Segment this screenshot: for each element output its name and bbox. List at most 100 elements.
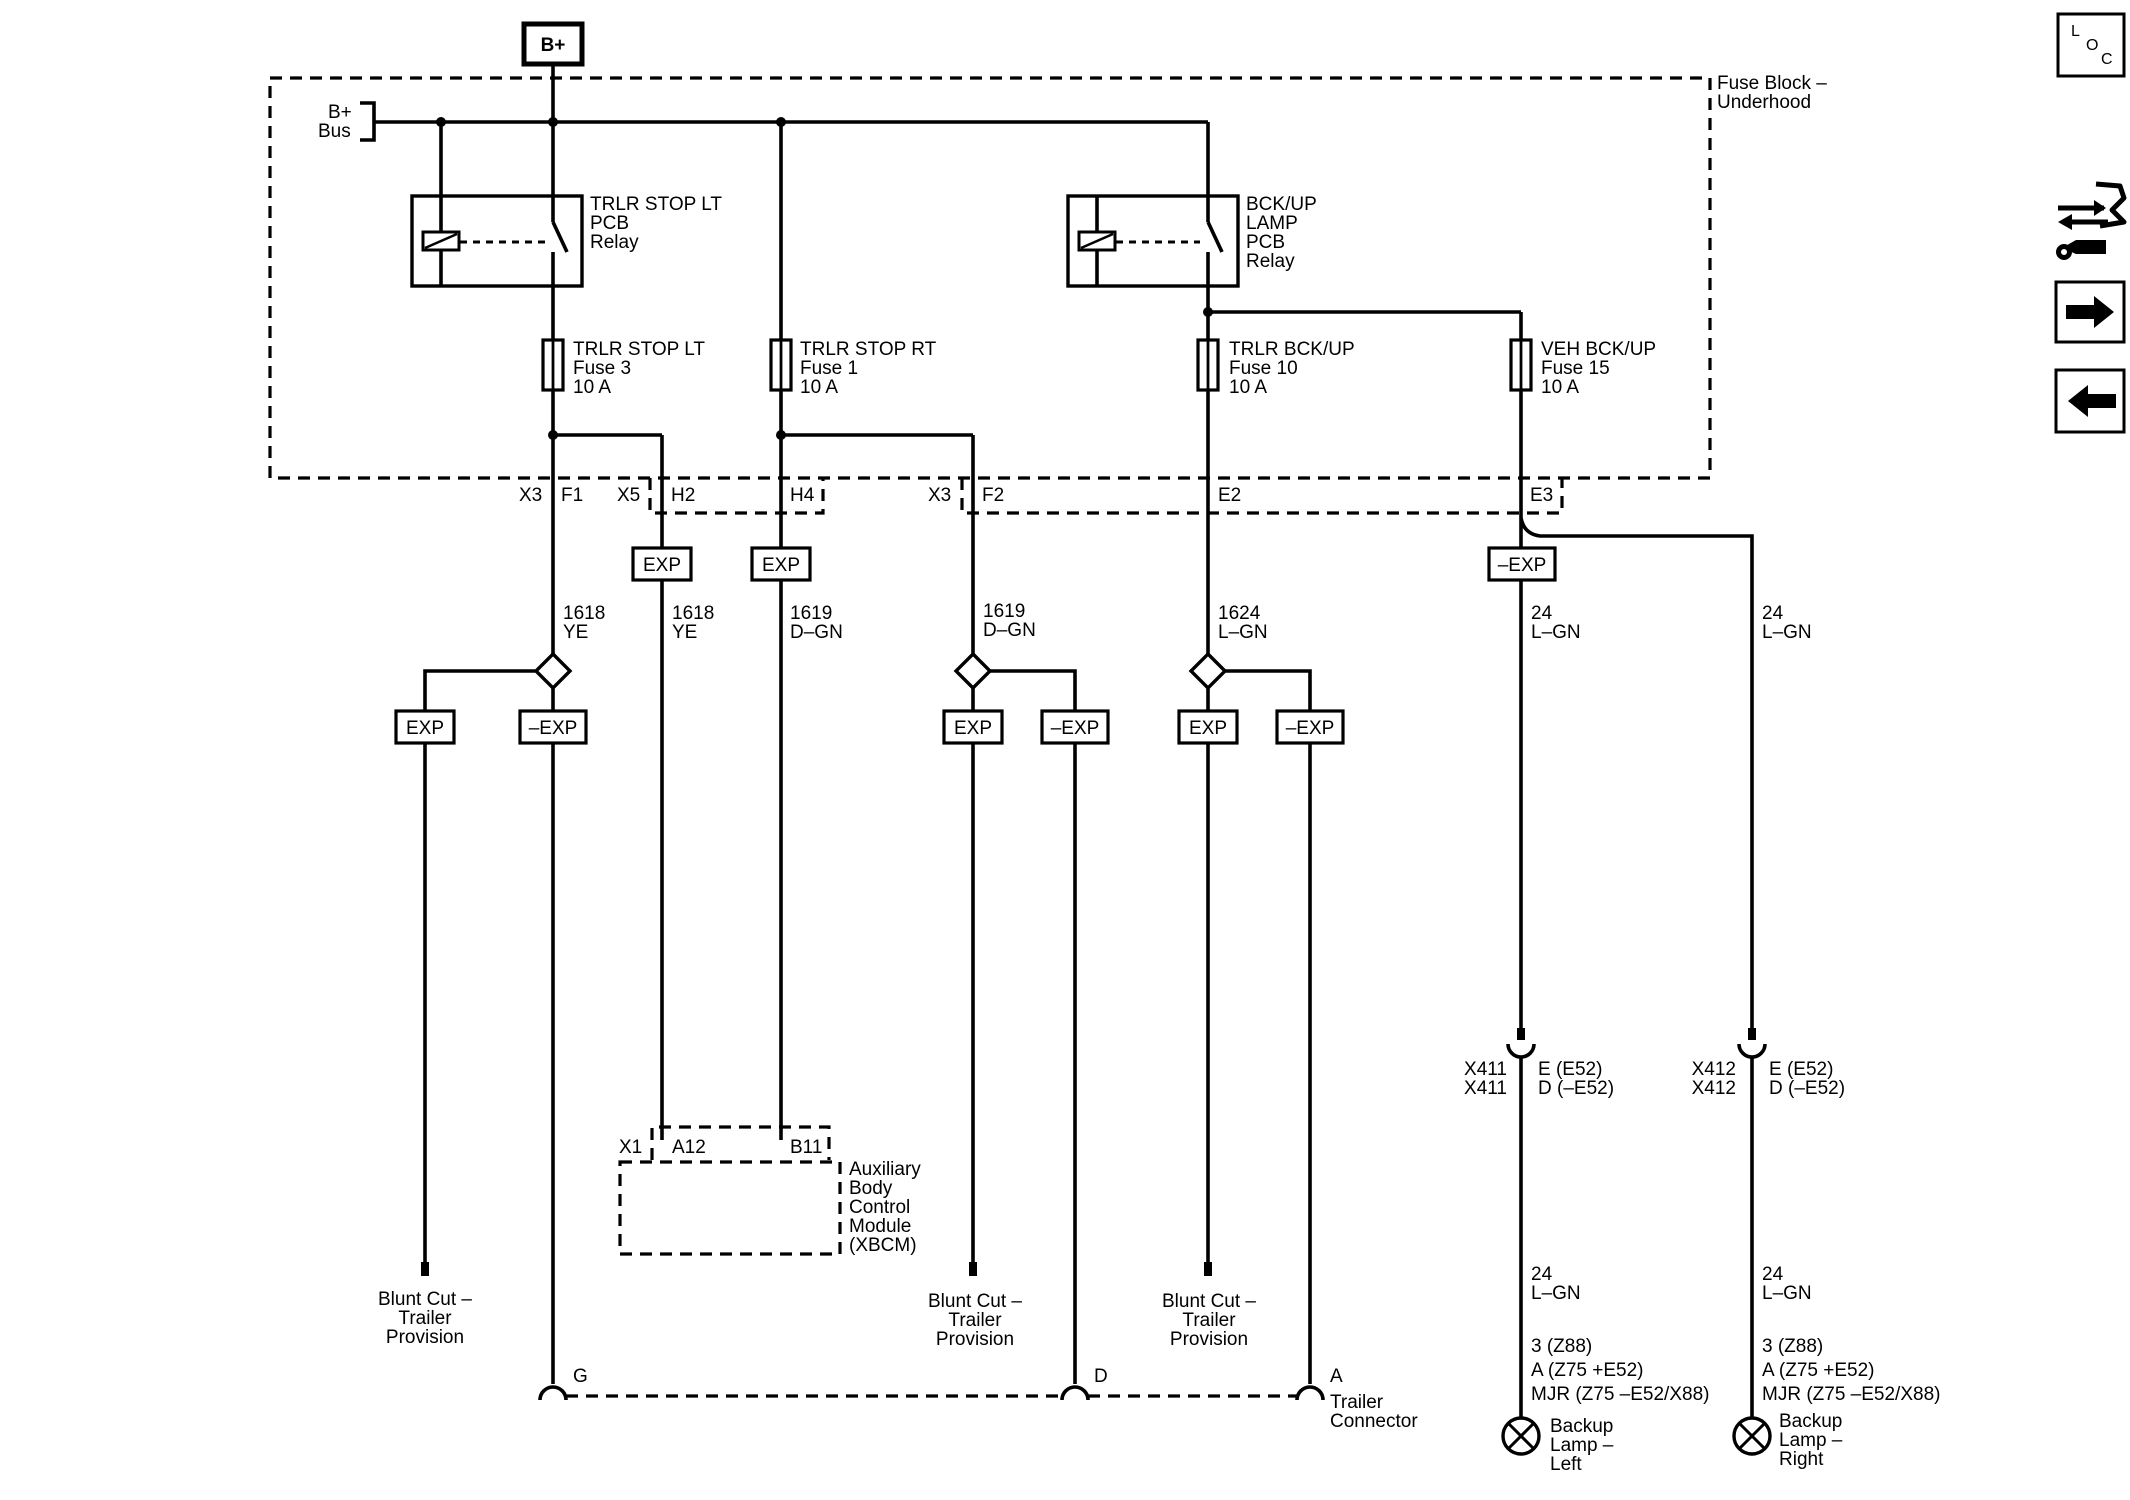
xbcm-label-3: Control: [849, 1197, 910, 1218]
wire-color: L–GN: [1762, 1283, 1812, 1304]
connector-x3-2: X3: [928, 485, 951, 506]
svg-text:–EXP: –EXP: [529, 718, 578, 739]
fuse-name: TRLR STOP RT: [800, 339, 937, 360]
exp-box: EXP: [942, 709, 1004, 745]
option-split-diamond: [533, 651, 573, 691]
fuse-name: VEH BCK/UP: [1541, 339, 1656, 360]
inline-pin: D (–E52): [1769, 1078, 1845, 1099]
relay-stop-label-2: PCB: [590, 213, 629, 234]
pin-h2: H2: [671, 485, 695, 506]
wire: [1225, 669, 1312, 711]
option-split-diamond: [953, 651, 993, 691]
fuse-block-subtitle: Underhood: [1717, 92, 1811, 113]
lamp-pin: MJR (Z75 –E52/X88): [1762, 1384, 1940, 1405]
neg-exp-box: –EXP: [1487, 546, 1557, 582]
relay-backup-label-3: PCB: [1246, 232, 1285, 253]
lamp-pin: MJR (Z75 –E52/X88): [1531, 1384, 1709, 1405]
backup-lamp-relay: [1066, 122, 1240, 340]
blunt-cut-label-3: Provision: [936, 1329, 1014, 1350]
relay-stop-label-1: TRLR STOP LT: [590, 194, 722, 215]
lamp-left-label-3: Left: [1550, 1454, 1582, 1475]
wire-color: L–GN: [1531, 622, 1581, 643]
wire-color: L–GN: [1762, 622, 1812, 643]
fuse-number: Fuse 15: [1541, 358, 1610, 379]
wire-color: D–GN: [790, 622, 843, 643]
inline-connector-id: X411: [1464, 1059, 1507, 1080]
relay-backup-label-2: LAMP: [1246, 213, 1298, 234]
bus-bracket: [360, 101, 376, 142]
relay-backup-label-4: Relay: [1246, 251, 1295, 272]
connector-x5: X5: [617, 485, 640, 506]
blunt-cut-label-2: Trailer: [1182, 1310, 1236, 1331]
lamp-icon: [1501, 1416, 1541, 1456]
svg-text:L: L: [2071, 23, 2080, 40]
inline-connector-x411: [1506, 1028, 1536, 1418]
svg-text:EXP: EXP: [406, 718, 444, 739]
svg-text:–EXP: –EXP: [1051, 718, 1100, 739]
xbcm-label-5: (XBCM): [849, 1235, 917, 1256]
lamp-pin: 3 (Z88): [1531, 1336, 1592, 1357]
wire-color: YE: [563, 622, 588, 643]
svg-text:EXP: EXP: [762, 555, 800, 576]
connector-end-view-icon[interactable]: [2056, 181, 2127, 260]
svg-text:–EXP: –EXP: [1286, 718, 1335, 739]
wire-id: 24: [1762, 603, 1784, 624]
lamp-pin: 3 (Z88): [1762, 1336, 1823, 1357]
next-arrow-icon[interactable]: [2054, 280, 2126, 344]
trailer-connector-label-1: Trailer: [1330, 1392, 1384, 1413]
svg-text:–EXP: –EXP: [1498, 555, 1547, 576]
lamp-right-label-1: Backup: [1779, 1411, 1842, 1432]
lamp-right-label-3: Right: [1779, 1449, 1824, 1470]
fuse-rating: 10 A: [800, 377, 838, 398]
inline-connector-id: X411: [1464, 1078, 1507, 1099]
svg-text:O: O: [2086, 37, 2098, 54]
blunt-cut-label-3: Provision: [1170, 1329, 1248, 1350]
bus-label-bplus: B+: [328, 102, 352, 123]
lamp-left-label-1: Backup: [1550, 1416, 1613, 1437]
fuse-number: Fuse 1: [800, 358, 858, 379]
blunt-cut-label-2: Trailer: [398, 1308, 452, 1329]
trailer-pin-g: G: [573, 1366, 588, 1387]
fuse-name: TRLR STOP LT: [573, 339, 705, 360]
wire-id: 1618: [672, 603, 714, 624]
wire-id: 1619: [983, 601, 1025, 622]
inline-connector-x412: [1737, 1028, 1767, 1418]
blunt-cut-label-1: Blunt Cut –: [378, 1289, 472, 1310]
xbcm-label-4: Module: [849, 1216, 911, 1237]
power-label: B+: [541, 35, 566, 56]
trailer-pin-d: D: [1094, 1366, 1108, 1387]
connector-x3: X3: [519, 485, 542, 506]
blunt-cut-end: [969, 1262, 977, 1276]
exp-box: EXP: [750, 546, 812, 582]
blunt-cut-label-1: Blunt Cut –: [928, 1291, 1022, 1312]
loc-icon[interactable]: L O C: [2056, 12, 2126, 78]
blunt-cut-end: [421, 1262, 429, 1276]
lamp-pin: A (Z75 +E52): [1762, 1360, 1874, 1381]
blunt-cut-label-2: Trailer: [948, 1310, 1002, 1331]
trailer-pin-a: A: [1330, 1366, 1343, 1387]
svg-text:EXP: EXP: [954, 718, 992, 739]
fuse-block-outline: [268, 76, 1712, 480]
lamp-pin: A (Z75 +E52): [1531, 1360, 1643, 1381]
battery-power-source: B+: [521, 21, 585, 67]
inline-connector-id: X412: [1692, 1078, 1736, 1099]
inline-pin: E (E52): [1538, 1059, 1602, 1080]
pin-h4: H4: [790, 485, 815, 506]
wire: [990, 669, 1077, 711]
previous-arrow-icon[interactable]: [2054, 368, 2126, 434]
xbcm-connector-x1: X1: [619, 1137, 642, 1158]
neg-exp-box: –EXP: [1275, 709, 1345, 745]
lamp-right-label-2: Lamp –: [1779, 1430, 1843, 1451]
wire-id: 24: [1531, 603, 1553, 624]
wire-id: 24: [1531, 1264, 1553, 1285]
wire-color: L–GN: [1531, 1283, 1581, 1304]
fuse-rating: 10 A: [1229, 377, 1267, 398]
xbcm-pin-a12: A12: [672, 1137, 706, 1158]
wire-color: D–GN: [983, 620, 1036, 641]
wire-id: 1618: [563, 603, 605, 624]
trailer-connector-label-2: Connector: [1330, 1411, 1418, 1432]
fuse-rating: 10 A: [1541, 377, 1579, 398]
svg-text:C: C: [2101, 51, 2113, 68]
inline-pin: D (–E52): [1538, 1078, 1614, 1099]
